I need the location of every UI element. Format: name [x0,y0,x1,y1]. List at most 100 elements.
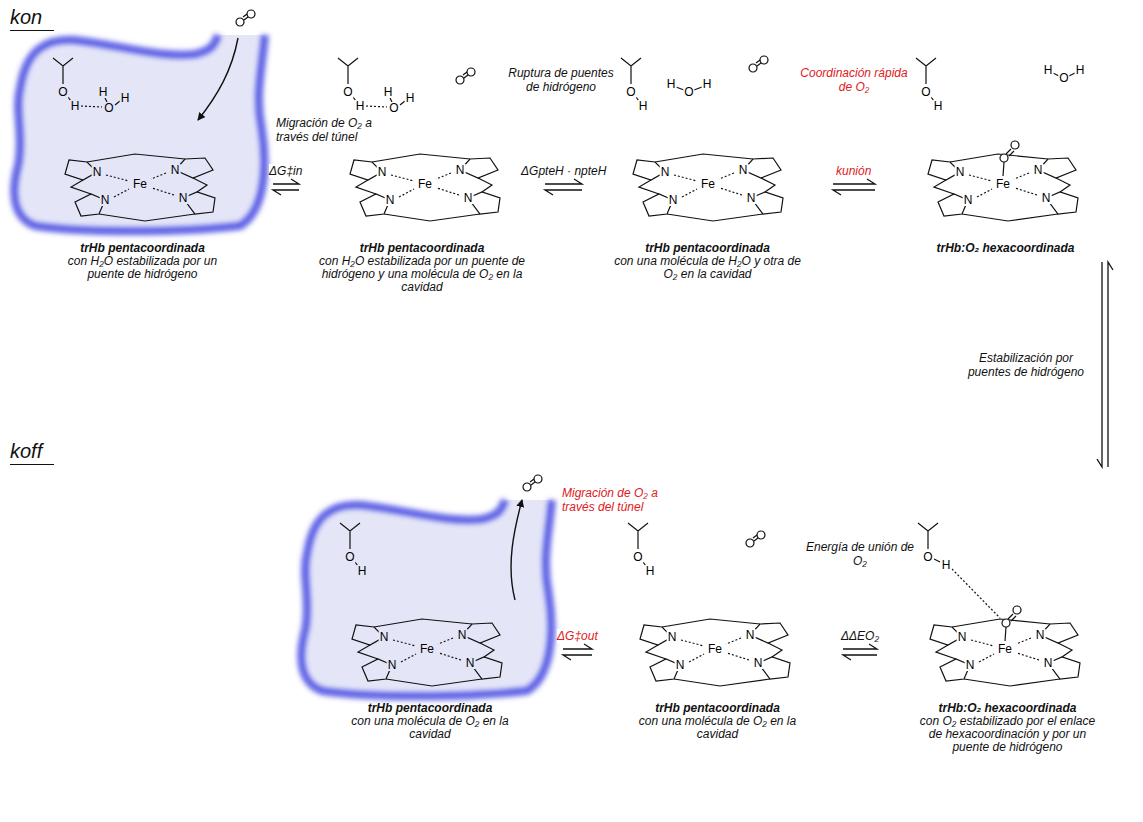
atom-symbol: Fe [707,643,723,655]
arrow-stroke [273,179,299,184]
migration-arrow [511,500,522,600]
atom-symbol: N [455,164,466,176]
edge-label: Estabilización por puentes de hidrógeno [961,351,1091,379]
arrow-stroke [833,179,875,184]
molecule [621,56,783,221]
atom-symbol: H [357,565,368,577]
atom-symbol: N [170,164,181,176]
atom-symbol: N [668,194,679,206]
equilibrium-arrow [843,644,877,660]
atom-symbol: O [103,102,114,114]
arrow-stroke [545,179,582,184]
arrow-stroke [843,644,877,649]
atom-symbol: N [457,629,468,641]
atom-symbol: O [922,551,933,563]
equilibrium-arrow [833,179,875,195]
state-title: trHb pentacoordinada [15,242,270,255]
state-title: trHb:O₂ hexacoordinada [880,702,1135,715]
atom-symbol: H [355,100,366,112]
state-description: con H₂O estabilizada por un puente de hi… [317,255,527,294]
process-note: Migración de O₂ a través del túnel [276,116,376,144]
atom-symbol: N [465,657,476,669]
arrow-stroke [273,190,299,195]
molecule [338,58,500,221]
state-caption: trHb:O₂ hexacoordinada [878,242,1133,255]
state-description: con O₂ estabilizado por el enlace de hex… [918,715,1098,754]
atom-symbol: N [1033,164,1044,176]
atom-symbol: N [667,631,678,643]
molecule [918,523,1080,686]
arrow-stroke [563,655,592,660]
state-caption: trHb pentacoordinadacon una molécula de … [585,242,830,281]
arrow-stroke [833,190,875,195]
atom-symbol: O [57,86,68,98]
state-node: trHb pentacoordinadacon una molécula de … [300,470,560,745]
rate-constant: kon [10,6,54,31]
state-caption: trHb pentacoordinadacon una molécula de … [300,702,560,741]
atom-symbol: N [1035,629,1046,641]
atom-symbol: N [660,166,671,178]
atom-symbol: N [377,166,388,178]
state-node: trHb:O₂ hexacoordinadacon O₂ estabilizad… [880,470,1135,758]
edge-label: ΔG‡in [269,164,302,178]
arrow-stroke [843,655,877,660]
atom-symbol: Fe [700,178,716,190]
atom-symbol: N [463,192,474,204]
protein-cavity [14,35,265,231]
state-caption: trHb pentacoordinadacon H₂O estabilizada… [302,242,542,294]
equilibrium-arrow [273,179,299,195]
state-node: trHb pentacoordinadacon H₂O estabilizada… [302,45,542,298]
state-caption: trHb pentacoordinadacon una molécula de … [595,702,840,741]
state-description: con una molécula de O₂ en la cavidad [633,715,803,741]
edge-label: ΔΔEO₂ [841,629,879,643]
atom-symbol: N [738,164,749,176]
atom-symbol: O [388,102,399,114]
atom-symbol: N [745,629,756,641]
atom-symbol: H [666,78,677,90]
atom-symbol: N [385,194,396,206]
state-title: trHb:O₂ hexacoordinada [878,242,1133,255]
arrow-stroke [545,190,582,195]
protein-cavity [301,500,552,696]
migration-arrow [198,38,238,120]
atom-symbol: O [920,86,931,98]
atom-symbol: H [645,565,656,577]
process-note: Ruptura de puentes de hidrógeno [503,66,619,94]
arrow-stroke [1108,262,1113,467]
state-caption: trHb:O₂ hexacoordinadacon O₂ estabilizad… [880,702,1135,754]
atom-symbol: H [933,100,944,112]
atom-symbol: O [344,551,355,563]
state-description: con una molécula de O₂ en la cavidad [345,715,515,741]
atom-symbol: N [955,166,966,178]
process-note: Energía de unión de O₂ [805,540,915,568]
state-title: trHb pentacoordinada [595,702,840,715]
atom-symbol: O [1058,72,1069,84]
atom-symbol: Fe [995,178,1011,190]
atom-symbol: N [387,659,398,671]
molecule [916,58,1078,221]
atom-symbol: H [941,559,952,571]
edge-label: ΔGpteH · npteH [521,164,606,178]
state-description: con una molécula de H₂O y otra de O₂ en … [608,255,808,281]
atom-symbol: N [965,659,976,671]
atom-symbol: Fe [132,178,148,190]
state-title: trHb pentacoordinada [302,242,542,255]
atom-symbol: H [383,86,394,98]
atom-symbol: Fe [417,178,433,190]
rate-constant: koff [10,440,54,465]
atom-symbol: O [342,86,353,98]
atom-symbol: N [1043,657,1054,669]
arrow-stroke [563,644,592,649]
atom-symbol: H [98,86,109,98]
equilibrium-arrow [545,179,582,195]
atom-symbol: Fe [419,643,435,655]
atom-symbol: H [120,92,131,104]
process-note: Migración de O₂ a través del túnel [562,486,662,514]
atom-symbol: O [632,551,643,563]
equilibrium-arrow [1097,262,1113,467]
atom-symbol: H [702,78,713,90]
edge-label: kunión [836,164,871,178]
atom-symbol: Fe [997,643,1013,655]
atom-symbol: N [379,631,390,643]
